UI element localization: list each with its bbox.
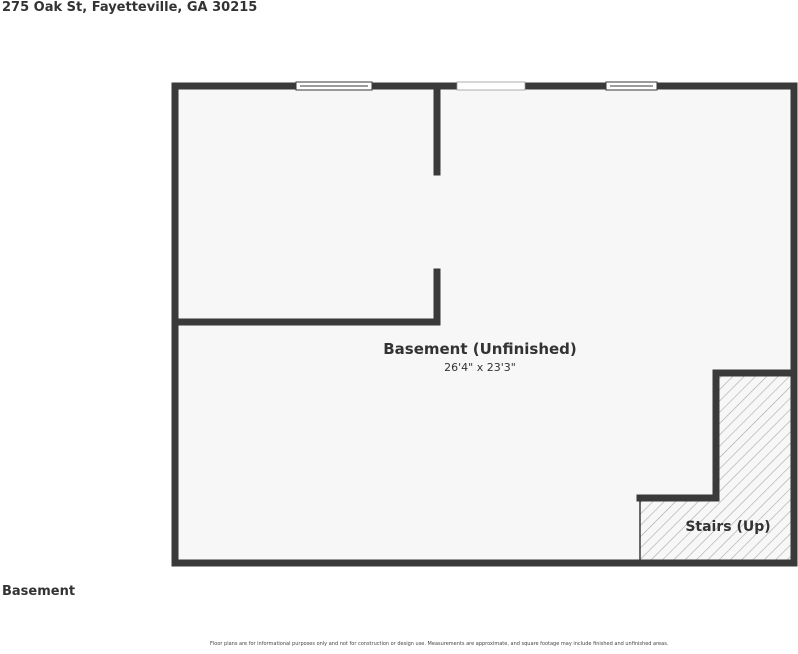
- window-left: [295, 81, 373, 91]
- room-label-stairs: Stairs (Up): [685, 519, 770, 535]
- interior-walls: [171, 82, 441, 326]
- floor-label: Basement: [2, 584, 76, 599]
- property-address: 275 Oak St, Fayetteville, GA 30215: [2, 0, 258, 15]
- window-right: [605, 81, 658, 91]
- stairs-walls: [636, 369, 798, 502]
- disclaimer: Floor plans are for informational purpos…: [210, 641, 669, 647]
- opening-center: [456, 81, 526, 91]
- exterior-walls: [171, 82, 798, 567]
- room-label-basement: Basement (Unfinished): [383, 340, 577, 358]
- room-dimensions-basement: 26'4" x 23'3": [444, 361, 516, 374]
